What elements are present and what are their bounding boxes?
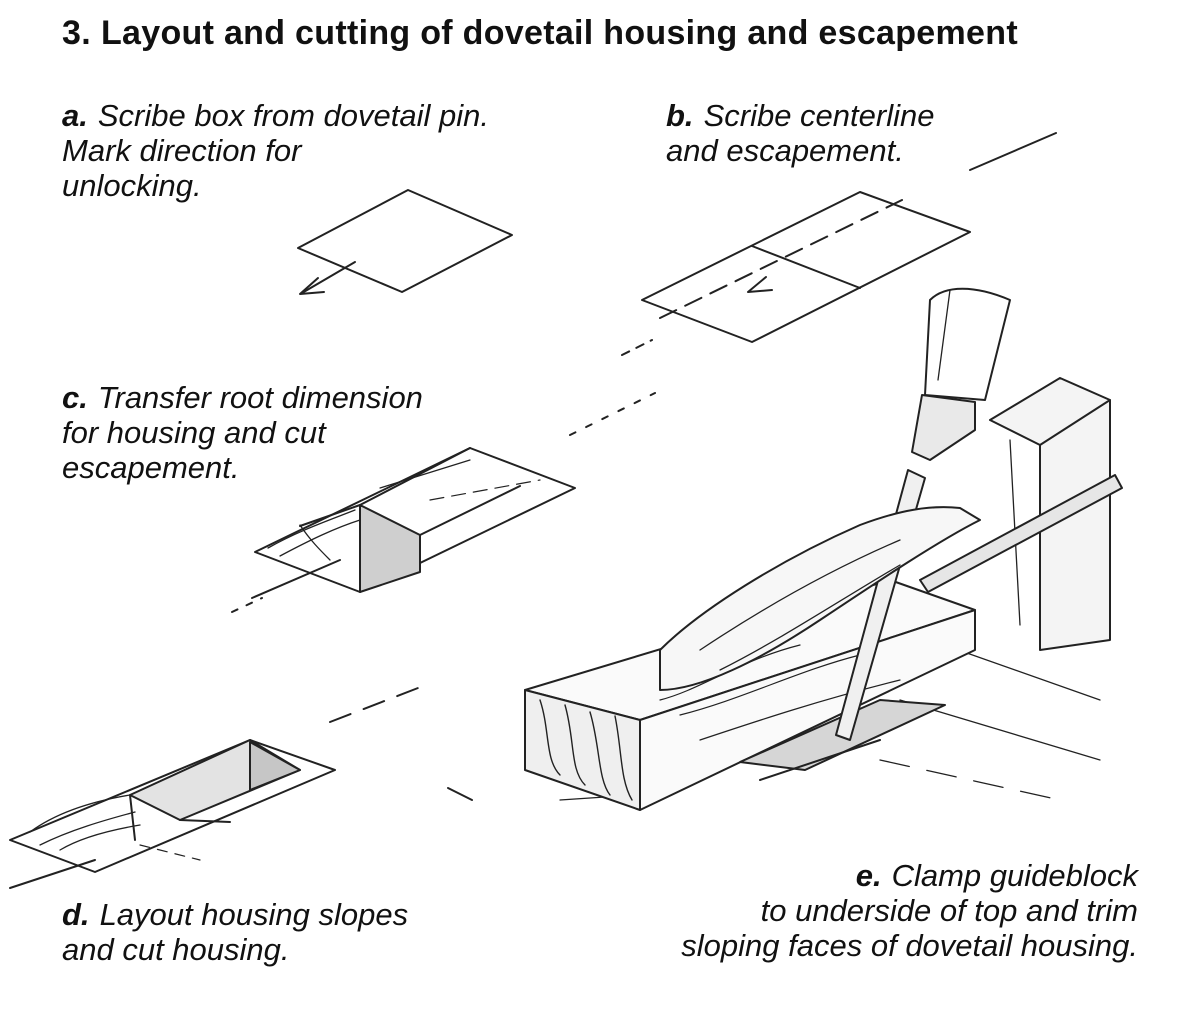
- step-c-line-3: escapement.: [62, 450, 240, 485]
- step-b-line-2: and escapement.: [666, 133, 904, 168]
- step-b-letter: b.: [666, 98, 694, 133]
- step-e-drawing: [524, 287, 1123, 811]
- figure-number: 3.: [62, 14, 91, 52]
- figure-heading: 3.Layout and cutting of dovetail housing…: [62, 14, 1018, 53]
- step-d-caption: d. Layout housing slopes and cut housing.: [62, 897, 408, 967]
- step-a-line-1: Scribe box from dovetail pin.: [97, 98, 489, 133]
- step-e-caption: e. Clamp guideblock to underside of top a…: [681, 858, 1138, 963]
- step-c-line-2: for housing and cut: [62, 415, 326, 450]
- step-b-drawing: [621, 132, 1057, 356]
- step-a-drawing: [297, 189, 513, 295]
- step-c-drawing: [251, 447, 576, 599]
- step-a-line-3: unlocking.: [62, 168, 202, 203]
- step-e-line-1: Clamp guideblock: [891, 858, 1138, 893]
- step-d-line-2: and cut housing.: [62, 932, 290, 967]
- step-d-line-1: Layout housing slopes: [99, 897, 409, 932]
- step-e-line-2: to underside of top and trim: [760, 893, 1138, 928]
- step-d-letter: d.: [62, 897, 90, 932]
- step-a-line-2: Mark direction for: [62, 133, 302, 168]
- step-e-letter: e.: [855, 858, 882, 893]
- step-a-caption: a. Scribe box from dovetail pin. Mark dir…: [62, 98, 489, 203]
- step-b-caption: b. Scribe centerline and escapement.: [666, 98, 934, 168]
- step-c-letter: c.: [62, 380, 88, 415]
- step-d-drawing: [9, 739, 336, 889]
- step-e-line-3: sloping faces of dovetail housing.: [681, 928, 1138, 963]
- step-c-caption: c. Transfer root dimension for housing an…: [62, 380, 423, 485]
- step-c-line-1: Transfer root dimension: [97, 380, 423, 415]
- centerline-dashes: [231, 392, 656, 801]
- figure-title: Layout and cutting of dovetail housing a…: [100, 14, 1018, 52]
- step-a-letter: a.: [62, 98, 88, 133]
- step-b-line-1: Scribe centerline: [703, 98, 935, 133]
